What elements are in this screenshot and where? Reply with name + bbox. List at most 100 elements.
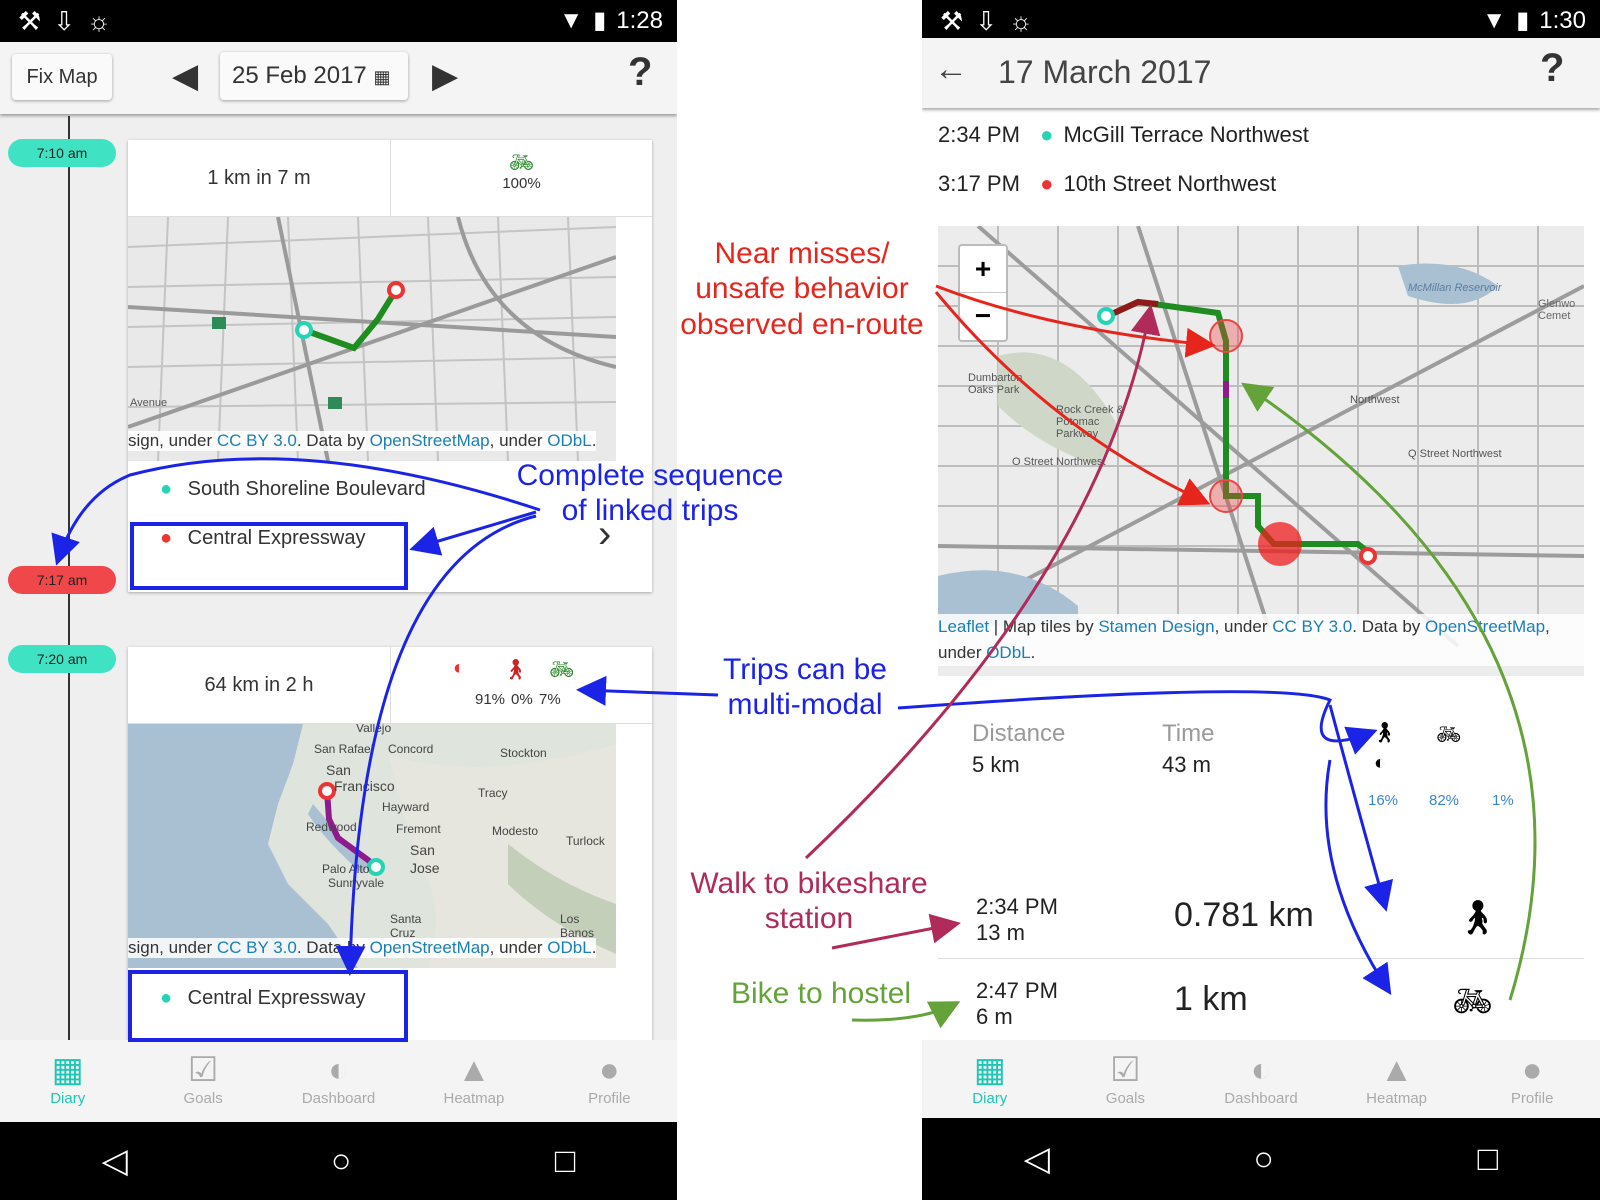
start-place: McGill Terrace Northwest (1063, 122, 1309, 147)
map-label: Concord (388, 742, 434, 756)
help-button[interactable]: ? (628, 50, 653, 94)
map-label: Tracy (478, 786, 508, 800)
trip2-start-time-badge: 7:20 am (8, 645, 116, 673)
fix-map-button[interactable]: Fix Map (12, 54, 112, 100)
trip-end-row: 3:17 PM ● 10th Street Northwest (938, 171, 1276, 197)
back-icon[interactable]: ◁ (101, 1142, 128, 1180)
nav-heatmap[interactable]: ▲Heatmap (406, 1040, 541, 1122)
section-row[interactable]: 2:47 PM 6 m 1 km 🚲︎ (938, 960, 1584, 1041)
nav-label: Heatmap (443, 1090, 505, 1107)
chevron-right-icon[interactable]: › (598, 512, 612, 556)
map-label: Fremont (396, 822, 441, 836)
trip1-summary: 1 km in 7 m (128, 140, 391, 217)
flame-icon: ▲ (457, 1051, 491, 1089)
nav-dashboard[interactable]: ◐Dashboard (271, 1040, 406, 1122)
osm-link[interactable]: OpenStreetMap (369, 938, 490, 957)
bottom-nav: ▦Diary ☑Goals ◐Dashboard ▲Heatmap ●Profi… (922, 1040, 1600, 1118)
recents-icon[interactable]: □ (1477, 1139, 1499, 1178)
highlight-box-trip1-end (130, 522, 408, 590)
trip1-bike-pct: 100% (502, 175, 541, 192)
end-pin-icon: ● (1040, 171, 1054, 196)
map-label: Palo Alto (322, 862, 370, 876)
start-pin-icon: ● (160, 987, 173, 1009)
attrib-text: sign, under (128, 938, 217, 957)
trip1-start-time-badge: 7:10 am (8, 139, 116, 167)
section-start-time: 2:34 PM (976, 894, 1058, 919)
cc-link[interactable]: CC BY 3.0 (216, 431, 297, 450)
back-icon[interactable]: ◁ (1023, 1140, 1050, 1178)
annotation-near-misses: Near misses/ unsafe behavior observed en… (668, 236, 936, 342)
end-place: 10th Street Northwest (1063, 171, 1277, 196)
start-place-label: Central Expressway (187, 987, 366, 1009)
start-pin-icon: ● (1040, 122, 1054, 147)
walk-pct: 16% (1368, 792, 1399, 809)
map-label: Turlock (566, 834, 605, 848)
trip2-speed-pct: 91% (475, 691, 506, 708)
section-distance: 1 km (1174, 980, 1248, 1018)
diary-toolbar: Fix Map ◀ 25 Feb 2017 ▦ ▶ ? (0, 42, 677, 114)
nav-label: Profile (588, 1090, 631, 1107)
osm-link[interactable]: OpenStreetMap (369, 431, 490, 450)
nav-diary[interactable]: ▦Diary (922, 1040, 1058, 1118)
annotation-line: station (764, 902, 854, 936)
distance-value: 5 km (972, 752, 1020, 777)
attrib-text: , under (489, 431, 548, 450)
trip1-map[interactable]: Avenue sign, under CC BY 3.0. Data by Op… (128, 217, 616, 461)
map-label: Hayward (382, 800, 430, 814)
trip2-map[interactable]: Vallejo San Rafael Concord Stockton San … (128, 724, 616, 968)
odbl-link[interactable]: ODbL (986, 643, 1031, 662)
map-label: Redwood (306, 820, 357, 834)
map-label: Stockton (500, 746, 547, 760)
nav-profile[interactable]: ●Profile (542, 1040, 677, 1122)
system-nav-bar: ◁ ○ □ (0, 1122, 677, 1200)
nav-diary[interactable]: ▦Diary (0, 1040, 135, 1122)
section-duration: 6 m (976, 1004, 1013, 1029)
status-bar: ⚒⇩☼ ▼ ▮ 1:28 (0, 0, 677, 42)
trip2-start-marker (367, 858, 385, 876)
checkbox-icon: ☑ (1110, 1051, 1141, 1089)
nav-dashboard[interactable]: ◐Dashboard (1193, 1040, 1329, 1118)
cc-link[interactable]: CC BY 3.0 (216, 938, 297, 957)
nav-goals[interactable]: ☑Goals (135, 1040, 270, 1122)
home-icon[interactable]: ○ (331, 1141, 352, 1180)
section-row[interactable]: 2:34 PM 13 m 0.781 km 🚶︎ (938, 878, 1584, 959)
map-label: San (326, 762, 351, 778)
zoom-in-button[interactable]: + (960, 246, 1006, 293)
right-phone-screen: ⚒⇩☼ ▼ ▮ 1:30 ← 17 March 2017 ? 2:34 PM ●… (922, 0, 1600, 1200)
date-label: 25 Feb 2017 (232, 62, 367, 89)
trip1-start-marker (295, 321, 313, 339)
recents-icon[interactable]: □ (554, 1141, 576, 1180)
map-label: San (410, 842, 435, 858)
end-marker (1359, 547, 1377, 565)
cc-link[interactable]: CC BY 3.0 (1272, 617, 1353, 636)
back-arrow-icon[interactable]: ← (934, 50, 968, 88)
odbl-link[interactable]: ODbL (547, 938, 592, 957)
walk-icon: 🚶︎ (503, 659, 529, 681)
home-icon[interactable]: ○ (1253, 1139, 1275, 1178)
zoom-out-button[interactable]: − (974, 300, 992, 331)
previous-day-icon[interactable]: ◀ (172, 57, 199, 95)
bike-icon: 🚲︎ (1436, 724, 1462, 746)
attrib-text: . Data by (1352, 617, 1426, 636)
start-time: 2:34 PM (938, 122, 1020, 147)
nav-goals[interactable]: ☑Goals (1058, 1040, 1194, 1118)
map-icon: ▦ (973, 1051, 1006, 1089)
nav-heatmap[interactable]: ▲Heatmap (1329, 1040, 1465, 1118)
map-label: Jose (410, 860, 440, 876)
nav-label: Goals (183, 1090, 223, 1107)
date-picker[interactable]: 25 Feb 2017 ▦ (220, 52, 408, 100)
annotation-line: observed en-route (680, 307, 924, 341)
trip-detail-map[interactable]: + − McMillan Reservoir Glenwo Cemet Dumb… (938, 226, 1584, 676)
nav-profile[interactable]: ●Profile (1464, 1040, 1600, 1118)
next-day-icon[interactable]: ▶ (432, 57, 459, 95)
odbl-link[interactable]: ODbL (547, 431, 592, 450)
bike-icon: 🚲︎ (508, 152, 535, 174)
stamen-link[interactable]: Stamen Design (1098, 617, 1215, 636)
map-label: San Rafael (314, 742, 374, 756)
zoom-control: + − (958, 244, 1008, 342)
help-button[interactable]: ? (1540, 46, 1565, 90)
osm-link[interactable]: OpenStreetMap (1425, 617, 1546, 636)
distance-label: Distance (972, 720, 1066, 747)
nav-label: Profile (1510, 1090, 1554, 1107)
leaflet-link[interactable]: Leaflet (938, 617, 990, 636)
